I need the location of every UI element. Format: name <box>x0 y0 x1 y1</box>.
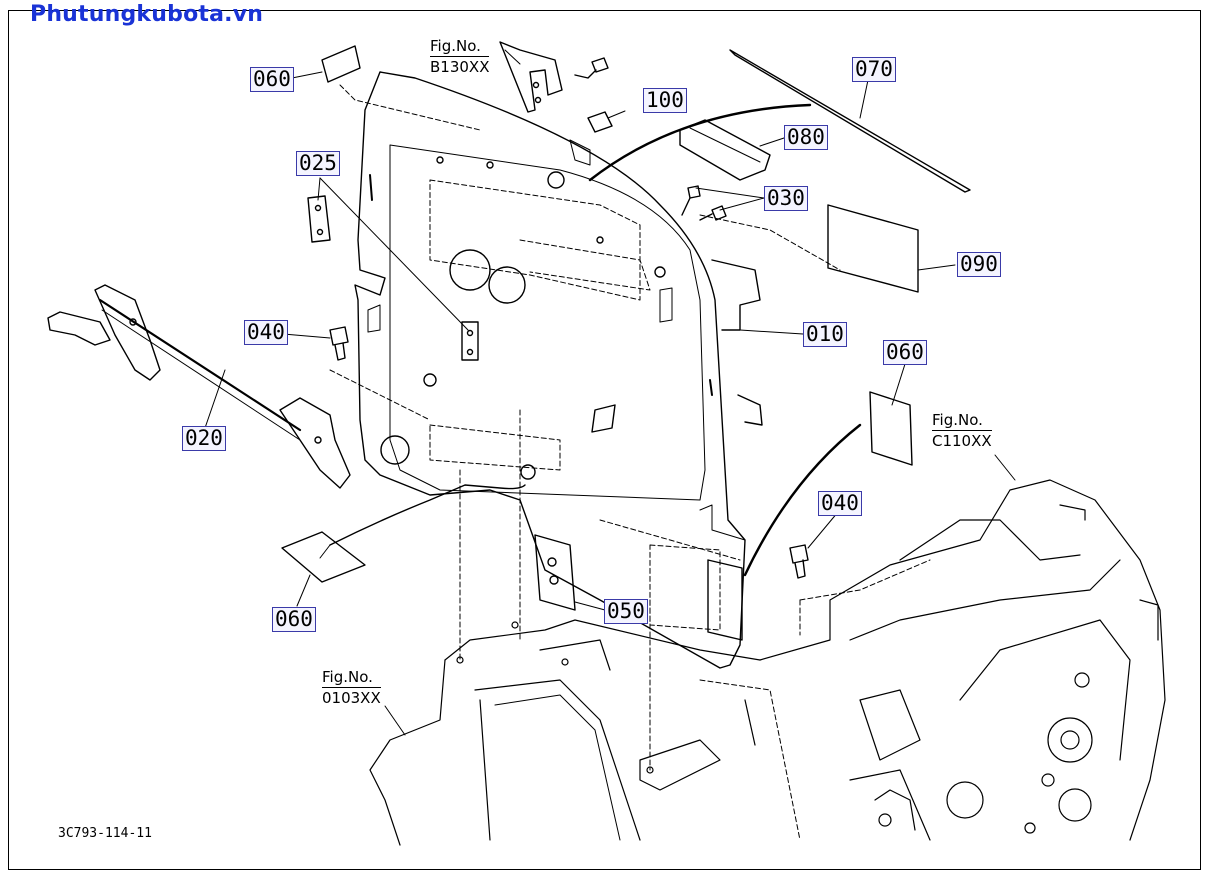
sheet-060-right-drawing <box>869 391 913 466</box>
plate-050-drawing <box>534 534 576 611</box>
fig-ref-b130-label: Fig.No. <box>430 37 481 55</box>
fig-ref-0103-label: Fig.No. <box>322 668 373 686</box>
drawing-frame <box>8 10 1201 870</box>
lever-020-drawing <box>47 284 351 489</box>
callout-100[interactable]: 100 <box>643 88 687 113</box>
hidden-lines <box>329 84 841 771</box>
callout-020[interactable]: 020 <box>182 426 226 451</box>
callout-025[interactable]: 025 <box>296 151 340 176</box>
fig-ref-c110-code: C110XX <box>932 430 992 450</box>
pad-060-top-drawing <box>321 45 361 83</box>
pad-080-drawing <box>679 119 771 181</box>
sheet-090-drawing <box>827 204 919 293</box>
fig-ref-b130-code: B130XX <box>430 56 490 76</box>
clip-100-drawing <box>587 111 613 133</box>
fig-ref-c110[interactable]: Fig.No. C110XX <box>932 410 992 451</box>
callout-050[interactable]: 050 <box>604 599 648 624</box>
callout-030[interactable]: 030 <box>764 186 808 211</box>
callout-040-left[interactable]: 040 <box>244 320 288 345</box>
callout-080[interactable]: 080 <box>784 125 828 150</box>
callout-090[interactable]: 090 <box>957 252 1001 277</box>
callout-060-top[interactable]: 060 <box>250 67 294 92</box>
sheet-060-bottom-drawing <box>281 531 366 583</box>
bracket-025-drawing <box>307 195 331 243</box>
callout-040-right[interactable]: 040 <box>818 491 862 516</box>
drawing-number: 3C793-114-11 <box>58 826 152 841</box>
bolts-030-drawing <box>681 185 727 221</box>
bracket-b130-drawing <box>499 41 609 113</box>
leader-lines <box>204 49 1016 736</box>
callout-060-right[interactable]: 060 <box>883 340 927 365</box>
fig-ref-0103[interactable]: Fig.No. 0103XX <box>322 667 381 708</box>
fig-ref-b130[interactable]: Fig.No. B130XX <box>430 36 490 77</box>
strip-070-drawing <box>729 49 971 193</box>
callout-070[interactable]: 070 <box>852 57 896 82</box>
callout-010[interactable]: 010 <box>803 322 847 347</box>
callout-060-bottom[interactable]: 060 <box>272 607 316 632</box>
bolts-040-drawing <box>329 326 809 579</box>
watermark: Phutungkubota.vn <box>30 2 264 27</box>
panel-010-drawing <box>354 71 763 669</box>
transmission-housing <box>369 479 1166 846</box>
fig-ref-0103-code: 0103XX <box>322 687 381 707</box>
fig-ref-c110-label: Fig.No. <box>932 411 983 429</box>
